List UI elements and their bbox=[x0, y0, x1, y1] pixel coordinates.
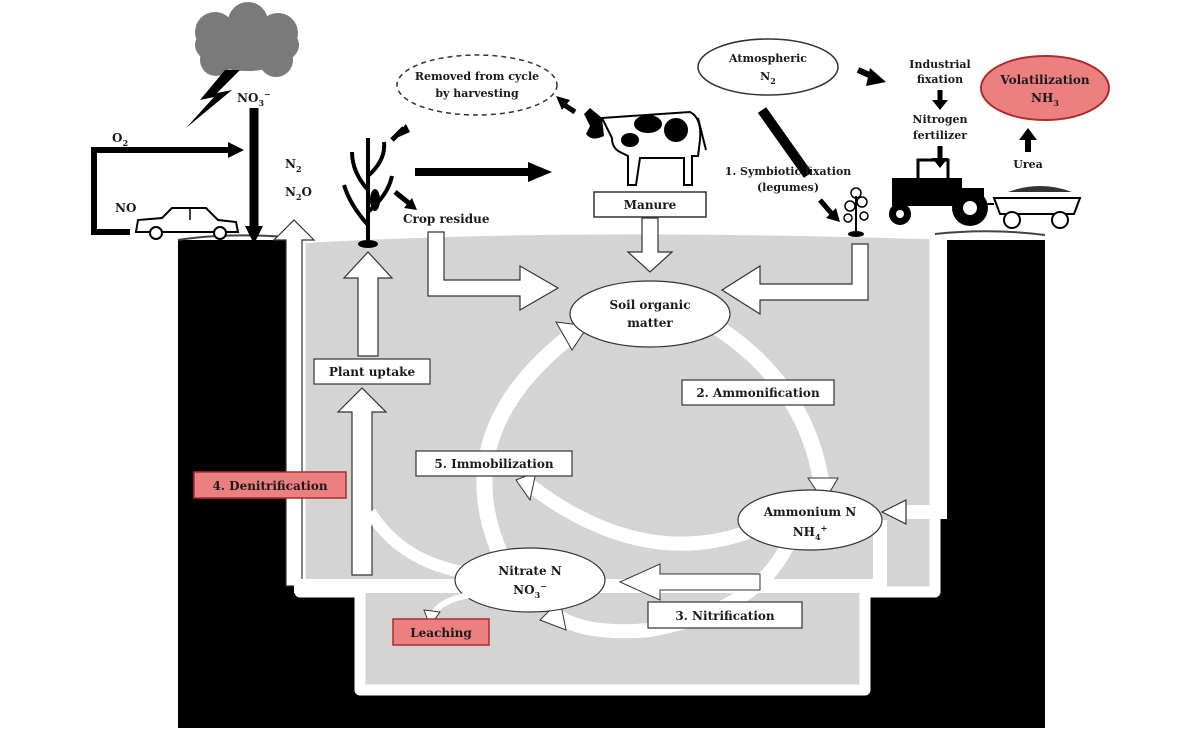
urea-text: Urea bbox=[1013, 158, 1043, 171]
plant-to-harvest-arrow-shaft bbox=[390, 126, 406, 142]
residue-to-soil-arrow bbox=[427, 231, 560, 312]
n2o-label: N2O bbox=[285, 185, 312, 202]
denitrification-text: 4. Denitrification bbox=[212, 479, 327, 493]
legume-to-soil-arrow bbox=[720, 243, 869, 316]
nitrate-text-2: NO3− bbox=[513, 581, 547, 600]
cloud-icon bbox=[195, 2, 299, 77]
plant-to-residue-arrow-head bbox=[404, 198, 417, 210]
industrial-text-2: fixation bbox=[917, 73, 963, 86]
atmospheric-text-1: Atmospheric bbox=[728, 52, 807, 65]
plant-to-residue-arrow bbox=[393, 190, 412, 206]
industrial-text-1: Industrial bbox=[909, 58, 970, 71]
denitrification-box bbox=[193, 471, 347, 499]
nitrification-box bbox=[647, 601, 803, 629]
symbiotic-text-1: 1. Symbiotic fixation bbox=[725, 165, 852, 178]
removed-harvest-ellipse bbox=[396, 54, 558, 116]
soil-organic-text-1: Soil organic bbox=[609, 298, 690, 312]
atmospheric-text-2: N2 bbox=[760, 70, 776, 86]
immobilization-text: 5. Immobilization bbox=[434, 457, 553, 471]
atmos-to-industrial-arrow-head bbox=[866, 68, 886, 86]
no-label: NO bbox=[115, 201, 136, 215]
white-flow-arrows bbox=[272, 217, 869, 587]
n2-label: N2 bbox=[285, 157, 302, 174]
ammonium-to-nitrate-arrow bbox=[618, 563, 761, 601]
ammonium-text-2: NH4+ bbox=[793, 523, 828, 542]
atmos-to-legume-arrow bbox=[757, 107, 813, 178]
immobilization-box bbox=[415, 450, 573, 477]
o2-arrow-head bbox=[228, 142, 244, 158]
ammonium-text-1: Ammonium N bbox=[763, 505, 857, 519]
soil-organic-text-2: matter bbox=[627, 316, 673, 330]
n2-return-arrow bbox=[272, 219, 316, 587]
plant-uptake-arrow-lower bbox=[336, 387, 388, 576]
cow-to-harvest-arrow-head bbox=[556, 96, 570, 110]
nitrate-text-1: Nitrate N bbox=[498, 564, 562, 578]
volatilization-ellipse bbox=[980, 55, 1110, 121]
leaching-box bbox=[392, 618, 490, 646]
tractor-icon bbox=[889, 158, 988, 226]
manure-text: Manure bbox=[624, 198, 677, 212]
volatilization-text-1: Volatilization bbox=[999, 73, 1089, 87]
plant-uptake-text: Plant uptake bbox=[329, 365, 416, 379]
trailer-icon bbox=[984, 186, 1082, 229]
no3-cloud-label: NO3− bbox=[237, 89, 271, 108]
volatilization-text-2: NH3 bbox=[1031, 91, 1059, 108]
ammonification-box bbox=[681, 379, 835, 406]
cow-icon bbox=[584, 108, 707, 186]
fertilizer-text-2: fertilizer bbox=[913, 129, 967, 142]
manure-box bbox=[593, 191, 707, 218]
crop-residue-text: Crop residue bbox=[403, 212, 490, 226]
symbiotic-to-legume-arrow-head bbox=[826, 208, 840, 222]
manure-to-soil-arrow bbox=[626, 217, 674, 273]
nitrification-text: 3. Nitrification bbox=[675, 609, 775, 623]
lightning-icon bbox=[186, 70, 240, 128]
symbiotic-to-legume-arrow bbox=[818, 198, 834, 216]
industrial-to-fertilizer-arrow-head bbox=[932, 100, 948, 110]
plant-to-cow-arrow-head bbox=[528, 162, 552, 182]
urea-to-volatilization-arrow-head bbox=[1019, 128, 1037, 140]
legume-plant-icon bbox=[843, 187, 869, 237]
car-icon bbox=[134, 207, 240, 240]
o2-no-loop bbox=[91, 147, 232, 235]
removed-harvest-text-2: by harvesting bbox=[435, 87, 519, 100]
fertilizer-text-1: Nitrogen bbox=[912, 113, 967, 126]
plant-uptake-box bbox=[313, 358, 431, 385]
atmospheric-n2-ellipse bbox=[697, 38, 839, 96]
plant-uptake-arrow-upper bbox=[342, 251, 394, 357]
ammonification-text: 2. Ammonification bbox=[696, 386, 820, 400]
ammonium-ellipse bbox=[737, 489, 883, 551]
symbiotic-text-2: (legumes) bbox=[757, 181, 819, 194]
fertilizer-to-ammonium-pathway bbox=[905, 236, 947, 519]
removed-harvest-text-1: Removed from cycle bbox=[415, 70, 539, 83]
leaching-text: Leaching bbox=[410, 626, 472, 640]
fertilizer-to-ammonium-head bbox=[880, 499, 907, 525]
soil-organic-ellipse bbox=[569, 280, 731, 348]
deposition-arrow-head bbox=[245, 226, 263, 244]
o2-label: O2 bbox=[112, 131, 128, 148]
corn-plant-icon bbox=[342, 138, 394, 248]
nitrate-ellipse bbox=[454, 547, 606, 613]
